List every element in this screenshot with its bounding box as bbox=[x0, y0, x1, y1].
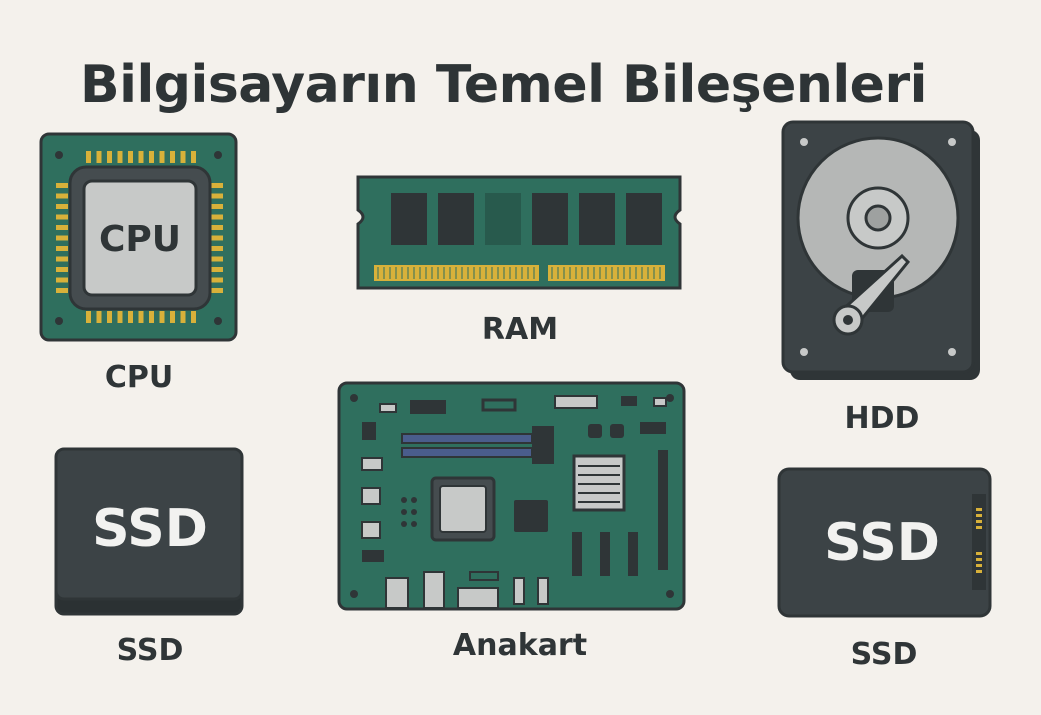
hdd-component bbox=[781, 120, 982, 382]
ssd-left-component: SSD bbox=[54, 447, 245, 616]
ssd-right-component: SSD bbox=[777, 467, 992, 618]
motherboard-icon bbox=[337, 381, 686, 611]
hdd-icon bbox=[781, 120, 980, 380]
ram-icon bbox=[356, 175, 682, 290]
motherboard-label: Anakart bbox=[452, 628, 588, 663]
cpu-chip-text: CPU bbox=[99, 219, 181, 260]
ram-label: RAM bbox=[481, 312, 559, 347]
ssd-right-icon: SSD bbox=[777, 467, 992, 618]
hdd-label: HDD bbox=[844, 401, 920, 436]
ram-component bbox=[356, 175, 683, 290]
motherboard-component bbox=[337, 381, 686, 611]
ssd-right-body-text: SSD bbox=[824, 513, 940, 573]
cpu-icon: CPU bbox=[39, 132, 238, 342]
cpu-label: CPU bbox=[104, 360, 174, 395]
cpu-component: CPU bbox=[39, 132, 238, 343]
ssd-left-icon: SSD bbox=[54, 447, 244, 616]
page-title: Bilgisayarın Temel Bileşenleri bbox=[80, 54, 927, 115]
ssd-left-label: SSD bbox=[116, 633, 184, 668]
ssd-right-label: SSD bbox=[850, 637, 918, 672]
ssd-left-body-text: SSD bbox=[92, 499, 208, 559]
